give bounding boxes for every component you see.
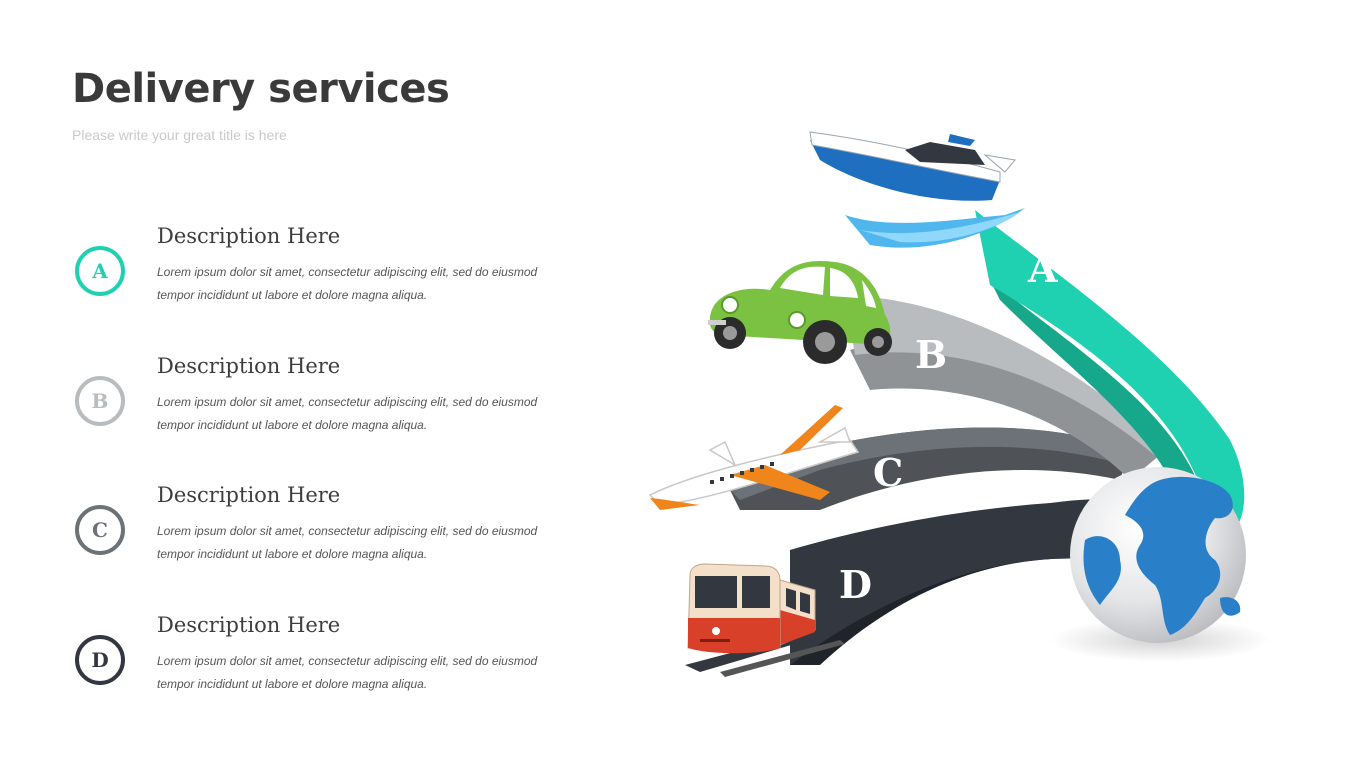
item-c-text: Lorem ipsum dolor sit amet, consectetur … [157,524,538,561]
item-c-title: Description Here [157,483,341,507]
item-b-text: Lorem ipsum dolor sit amet, consectetur … [157,395,538,432]
ribbon-label-c: C [873,450,903,495]
badge-d-letter: D [91,648,109,672]
ribbon-label-d: D [839,562,872,607]
badge-c-letter: C [92,518,108,542]
badge-a: A [75,246,125,296]
badge-d: D [75,635,125,685]
list-item-c: C Description Here Lorem ipsum dolor sit… [75,483,575,595]
car-icon [708,260,892,364]
item-d-text: Lorem ipsum dolor sit amet, consectetur … [157,654,538,691]
list-item-b: B Description Here Lorem ipsum dolor sit… [75,354,575,466]
globe-icon [1050,467,1270,662]
ribbon-a [975,210,1245,535]
ribbon-b [845,295,1170,480]
tram-icon [685,563,845,677]
page-subtitle: Please write your great title is here [72,127,287,143]
badge-b-letter: B [91,389,109,413]
item-a-text: Lorem ipsum dolor sit amet, consectetur … [157,265,538,302]
item-b-title: Description Here [157,354,341,378]
list-item-a: A Description Here Lorem ipsum dolor sit… [75,224,575,336]
badge-c: C [75,505,125,555]
delivery-diagram: A B C D [648,131,1270,677]
page-title: Delivery services [72,66,450,112]
badge-a-letter: A [92,259,108,283]
boat-icon [809,131,1025,248]
list-item-d: D Description Here Lorem ipsum dolor sit… [75,613,575,725]
item-d-title: Description Here [157,613,341,637]
badge-b: B [75,376,125,426]
ribbon-label-b: B [915,332,947,377]
item-a-title: Description Here [157,224,341,248]
airplane-icon [648,405,860,510]
ribbon-label-a: A [1027,246,1058,291]
